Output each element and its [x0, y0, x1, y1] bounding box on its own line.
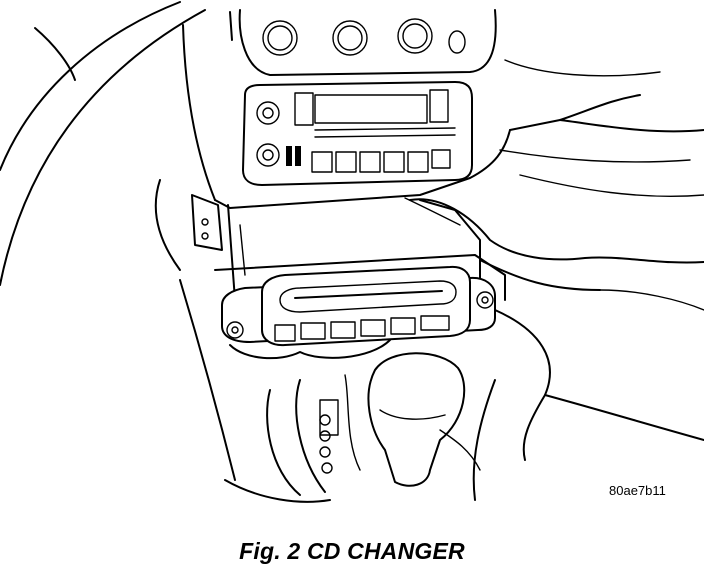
gear-shift-knob: [367, 352, 481, 487]
center-console: [179, 279, 496, 501]
hvac-knobs: [262, 18, 466, 56]
mounting-bracket: [154, 179, 223, 271]
hand: [409, 198, 704, 461]
figure-reference-code: 80ae7b11: [609, 483, 666, 498]
bottom-frame: [224, 479, 331, 503]
dashboard-outline: [182, 9, 704, 209]
cd-changer-faceplate: [221, 265, 496, 347]
steering-wheel-rim: [0, 1, 206, 286]
radio-head-unit: [242, 81, 473, 186]
figure-caption: Fig. 2 CD CHANGER: [239, 538, 465, 564]
